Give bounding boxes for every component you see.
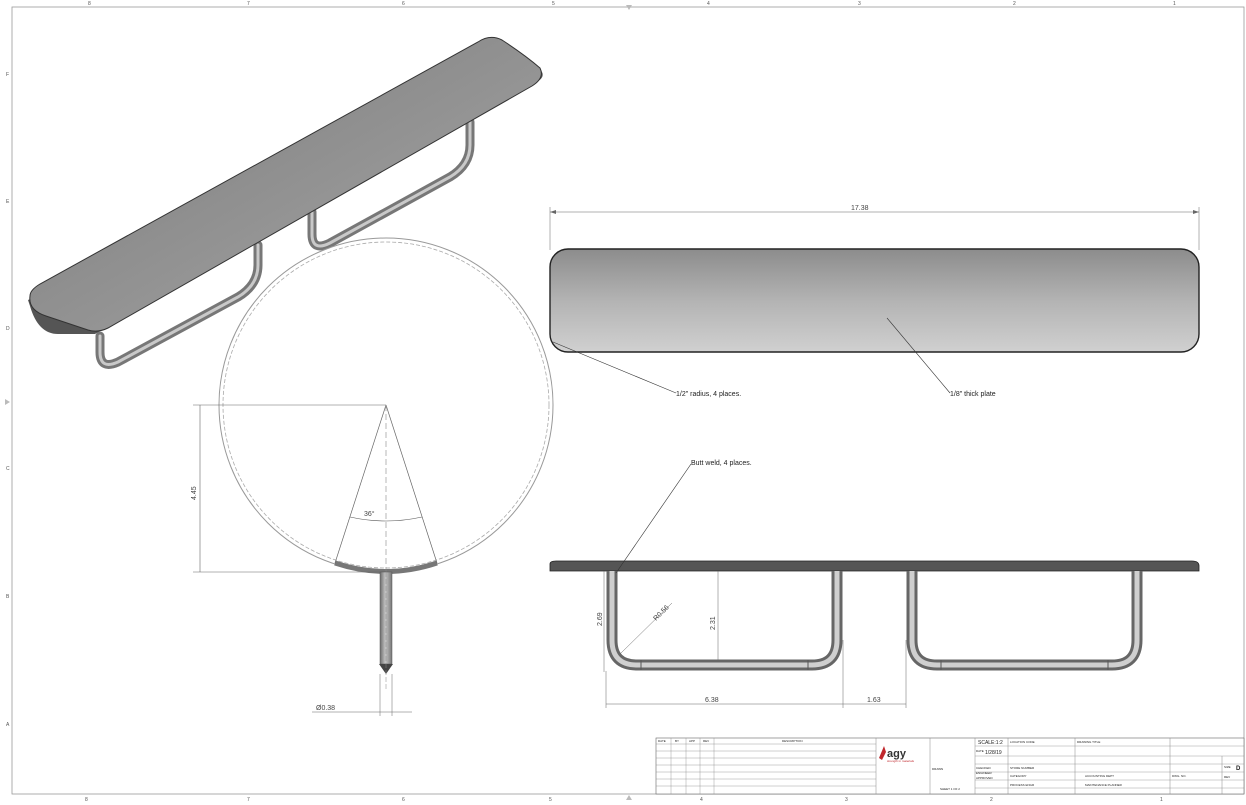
front-view-frame-right (906, 571, 1143, 671)
front-view-leader-weld (615, 463, 692, 574)
front-view-dim-tube-height: 2.69 (597, 612, 604, 626)
front-view-leader-radius (619, 602, 673, 655)
title-block-date-value: 1/28/19 (985, 750, 1002, 756)
zone-left-a: A (6, 722, 10, 728)
top-view: 17.38 1/2" radius, 4 places. 1/8" thick … (549, 205, 1200, 398)
isometric-view (28, 36, 543, 369)
rev-header-description: DESCRIPTION (782, 739, 803, 743)
title-block-size-value: D (1236, 766, 1241, 772)
side-view-angle-label: 36° (364, 510, 375, 518)
iso-plate (29, 36, 542, 332)
front-view-dim-gap: 1.63 (867, 697, 881, 704)
iso-tube-left-highlight (98, 243, 260, 366)
front-view-frame-right-highlight (909, 571, 1140, 668)
zone-left-e: E (6, 199, 10, 205)
field-dwg-no: DWG. NO. (1172, 774, 1186, 778)
front-view-dim-inner-height: 2.31 (710, 616, 717, 630)
iso-tube-right-highlight (310, 120, 472, 248)
revision-table: DATE BY APP REV DESCRIPTION (656, 738, 877, 794)
center-mark-top (626, 5, 632, 10)
title-block-rev-label: REV (1224, 775, 1230, 779)
zone-top-7: 7 (247, 1, 250, 7)
zone-bottom-3: 3 (845, 797, 848, 803)
field-drawn: DRAWN (932, 767, 943, 771)
top-view-leader-radius (552, 341, 677, 394)
title-block-scale: SCALE:1:2 (978, 740, 1003, 746)
field-accounting-dept: ACCOUNTING DEPT (1085, 774, 1114, 778)
side-view-stem-tip (379, 664, 393, 674)
field-approved: APPROVED (976, 776, 994, 780)
front-view-frame-left-highlight (609, 571, 840, 668)
zone-top-1: 1 (1173, 1, 1176, 7)
field-checked: CHECKED (976, 766, 992, 770)
front-view-note-weld: Butt weld, 4 places. (691, 460, 752, 467)
top-view-arrow-right (1193, 210, 1199, 214)
zone-labels-left: F E D C B A (6, 72, 10, 728)
zone-left-f: F (6, 72, 9, 78)
sheet-border (11, 6, 1245, 795)
title-block-date-label: DATE (976, 749, 984, 753)
zone-bottom-1: 1 (1160, 797, 1163, 803)
zone-left-b: B (6, 594, 10, 600)
logo-text: agy (887, 748, 907, 760)
side-view-dim-diameter: Ø0.38 (316, 705, 335, 712)
zone-bottom-8: 8 (85, 797, 88, 803)
title-block: DATE BY APP REV DESCRIPTION agy strength… (655, 737, 1245, 795)
zone-bottom-5: 5 (549, 797, 552, 803)
top-view-note-radius: 1/2" radius, 4 places. (676, 391, 741, 398)
front-view: Butt weld, 4 places. 2.69 R0.56 2.31 6.3… (549, 460, 1200, 708)
side-view: 36° 4.45 Ø0.38 (191, 237, 554, 716)
zone-top-5: 5 (552, 1, 555, 7)
title-block-frame (655, 737, 1245, 795)
top-view-dim-length: 17.38 (851, 205, 869, 212)
rev-header-rev: REV (703, 739, 709, 743)
front-view-dim-leg-span: 6.38 (705, 697, 719, 704)
side-view-dim-height: 4.45 (191, 486, 198, 500)
zone-top-8: 8 (88, 1, 91, 7)
zone-left-d: D (6, 326, 10, 332)
logo-tagline: strength in materials (887, 759, 915, 763)
zone-top-3: 3 (858, 1, 861, 7)
rev-header-by: BY (675, 739, 679, 743)
title-block-sheet: SHEET 1 OF 2 (940, 787, 960, 791)
title-block-size-label: SIZE (1224, 765, 1231, 769)
zone-top-4: 4 (707, 1, 710, 7)
field-category: CATEGORY (1010, 774, 1027, 778)
field-store-number: STORE NUMBER (1010, 766, 1035, 770)
zone-bottom-6: 6 (402, 797, 405, 803)
zone-top-2: 2 (1013, 1, 1016, 7)
field-process-engr: PROCESS ENGR (1010, 783, 1035, 787)
field-maintenance-planner: MAINTENANCE PLANNER (1085, 783, 1123, 787)
field-engineer: ENGINEER (976, 771, 993, 775)
front-view-plate (549, 560, 1200, 572)
top-view-note-plate: 1/8" thick plate (950, 391, 996, 398)
field-drawing-title: DRAWING TITLE (1077, 740, 1100, 744)
field-location-code: LOCATION CODE (1010, 740, 1035, 744)
center-mark-bottom (626, 795, 632, 800)
rev-header-app: APP (689, 739, 695, 743)
center-mark-left (5, 399, 10, 405)
top-view-leader-plate (886, 317, 951, 394)
company-logo: agy strength in materials (879, 746, 915, 763)
side-view-angle-arc (349, 516, 423, 522)
zone-labels-top: 8 7 6 5 4 3 2 1 (88, 1, 1176, 7)
side-view-angle-line-right (385, 404, 438, 564)
rev-header-date: DATE (658, 739, 666, 743)
zone-bottom-2: 2 (990, 797, 993, 803)
zone-bottom-4: 4 (700, 797, 703, 803)
front-view-frame-left (606, 571, 843, 671)
zone-top-6: 6 (402, 1, 405, 7)
zone-left-c: C (6, 466, 10, 472)
side-view-angle-line-left (334, 404, 387, 564)
zone-bottom-7: 7 (247, 797, 250, 803)
top-view-plate (549, 248, 1200, 353)
zone-labels-bottom: 8 7 6 5 4 3 2 1 (85, 797, 1163, 803)
logo-mark-icon (879, 746, 886, 760)
front-view-dim-bend-radius: R0.56 (652, 604, 670, 622)
top-view-arrow-left (550, 210, 556, 214)
